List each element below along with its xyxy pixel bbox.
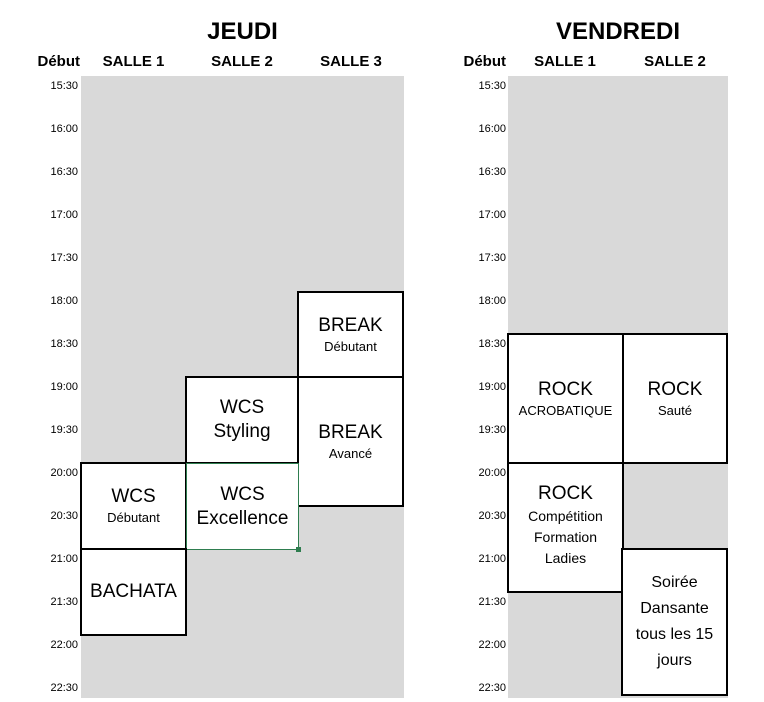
- class-block-rock-saute[interactable]: ROCK Sauté: [622, 333, 728, 464]
- time-label: 22:00: [50, 639, 78, 651]
- time-label: 19:30: [50, 424, 78, 436]
- class-level: Excellence: [196, 507, 289, 529]
- time-label: 18:30: [50, 338, 78, 350]
- class-title: BACHATA: [90, 581, 177, 602]
- time-label: 19:00: [478, 381, 506, 393]
- time-label: 18:00: [50, 295, 78, 307]
- time-label: 21:30: [478, 596, 506, 608]
- time-label: 20:30: [50, 510, 78, 522]
- time-label: 18:00: [478, 295, 506, 307]
- class-block-break-debutant[interactable]: BREAK Débutant: [297, 291, 404, 378]
- class-block-bachata[interactable]: BACHATA: [80, 548, 187, 636]
- time-label: 20:30: [478, 510, 506, 522]
- class-block-rock-competition[interactable]: ROCK Compétition Formation Ladies: [507, 462, 624, 593]
- time-label: 22:30: [478, 682, 506, 694]
- class-block-rock-acrobatique[interactable]: ROCK ACROBATIQUE: [507, 333, 624, 464]
- time-label: 17:30: [50, 252, 78, 264]
- time-label: 18:30: [478, 338, 506, 350]
- time-label: 17:30: [478, 252, 506, 264]
- class-block-wcs-debutant[interactable]: WCS Débutant: [80, 462, 187, 550]
- class-level: Débutant: [107, 510, 160, 525]
- start-column-header: Début: [37, 53, 81, 70]
- class-level: Styling: [213, 421, 271, 442]
- selection-fill-handle[interactable]: [296, 547, 301, 552]
- day-title-vendredi: VENDREDI: [555, 18, 681, 45]
- time-label: 16:00: [478, 123, 506, 135]
- room-header-salle-3: SALLE 3: [320, 53, 382, 70]
- class-level: Débutant: [324, 338, 377, 354]
- time-label: 17:00: [478, 209, 506, 221]
- class-block-soiree-dansante[interactable]: Soirée Dansante tous les 15 jours: [621, 548, 728, 696]
- time-label: 21:00: [50, 553, 78, 565]
- class-title: WCS: [220, 483, 265, 505]
- room-header-salle-1: SALLE 1: [102, 53, 165, 70]
- class-block-wcs-styling[interactable]: WCS Styling: [185, 376, 299, 464]
- class-level: Avancé: [328, 445, 373, 461]
- time-label: 21:00: [478, 553, 506, 565]
- class-title: ROCK: [538, 378, 593, 400]
- class-title: ROCK: [538, 483, 593, 504]
- class-title: ROCK: [647, 378, 703, 400]
- start-column-header: Début: [463, 53, 507, 70]
- class-title: WCS: [111, 486, 156, 507]
- class-title: WCS: [219, 397, 265, 418]
- class-title: Soirée Dansante tous les 15 jours: [635, 574, 714, 669]
- class-block-break-avance[interactable]: BREAK Avancé: [297, 376, 404, 507]
- time-label: 21:30: [50, 596, 78, 608]
- day-title-jeudi: JEUDI: [207, 18, 278, 45]
- time-label: 16:00: [50, 123, 78, 135]
- time-label: 20:00: [50, 467, 78, 479]
- time-label: 17:00: [50, 209, 78, 221]
- time-label: 19:30: [478, 424, 506, 436]
- time-label: 16:30: [478, 166, 506, 178]
- time-label: 22:30: [50, 682, 78, 694]
- room-header-salle-2: SALLE 2: [644, 53, 706, 70]
- class-block-wcs-excellence[interactable]: WCS Excellence: [186, 463, 299, 550]
- class-title: BREAK: [318, 314, 383, 336]
- class-title: BREAK: [318, 421, 383, 443]
- time-label: 15:30: [50, 80, 78, 92]
- time-label: 20:00: [478, 467, 506, 479]
- room-header-salle-1: SALLE 1: [534, 53, 596, 70]
- class-level: ACROBATIQUE: [518, 402, 613, 418]
- time-label: 16:30: [50, 166, 78, 178]
- time-label: 15:30: [478, 80, 506, 92]
- room-header-salle-2: SALLE 2: [211, 53, 273, 70]
- class-level: Sauté: [658, 402, 692, 418]
- class-level: Compétition Formation Ladies: [528, 508, 603, 566]
- time-label: 22:00: [478, 639, 506, 651]
- time-label: 19:00: [50, 381, 78, 393]
